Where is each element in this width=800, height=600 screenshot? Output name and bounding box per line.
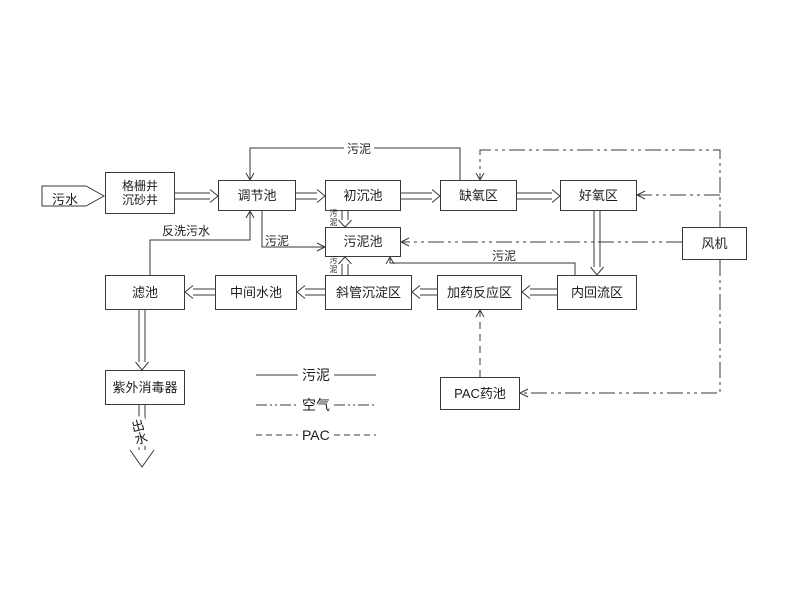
node-anoxic-zone-label: 缺氧区 <box>458 187 498 203</box>
flow-arrow-anoxic-to-aerobic <box>517 189 561 203</box>
legend: 污泥 空气 PAC <box>256 366 376 443</box>
node-grit-well-label-line1: 格栅井 <box>121 178 158 193</box>
legend-row-air: 空气 <box>256 396 376 413</box>
legend-air-line-left <box>256 404 298 405</box>
flow-arrow-inclined-to-intermediate <box>296 285 325 299</box>
pac-line-pactank-to-dosing <box>475 308 485 377</box>
node-internal-recirculation-zone: 内回流区 <box>557 275 637 310</box>
node-uv-disinfector-label: 紫外消毒器 <box>112 379 178 395</box>
node-blower-label: 风机 <box>701 235 728 251</box>
sludge-line-recirculation-to-sludgetank <box>385 255 576 275</box>
node-grit-well: 格栅井 沉砂井 <box>105 172 175 214</box>
air-line-blower-to-pactank <box>518 260 721 398</box>
node-blower: 风机 <box>682 227 747 260</box>
flow-arrow-primary-to-anoxic <box>401 189 441 203</box>
node-aerobic-zone: 好氧区 <box>560 180 637 211</box>
flow-arrow-aerobic-to-recirculation <box>590 211 604 276</box>
air-line-blower-to-aerobic <box>635 190 720 200</box>
node-dosing-reaction-zone-label: 加药反应区 <box>446 284 512 300</box>
sludge-to-sludge-tank-label: 污泥 <box>265 234 290 248</box>
legend-sludge-label: 污泥 <box>302 366 330 383</box>
node-primary-sedimentation-label: 初沉池 <box>343 187 383 203</box>
legend-pac-line-left <box>256 434 298 435</box>
flow-arrow-filter-to-uv <box>135 310 149 371</box>
flow-arrow-intermediate-to-filter <box>184 285 215 299</box>
legend-air-label: 空气 <box>302 396 330 413</box>
node-inclined-tube-zone: 斜管沉淀区 <box>325 275 412 310</box>
node-regulation-tank-label: 调节池 <box>237 187 277 203</box>
legend-pac-line-right <box>333 434 376 435</box>
node-aerobic-zone-label: 好氧区 <box>578 187 618 203</box>
node-pac-tank: PAC药池 <box>440 377 520 410</box>
legend-sludge-line-right <box>334 374 376 375</box>
inlet-arrow <box>41 185 106 207</box>
sludge-from-recirculation-label: 污泥 <box>492 249 517 263</box>
legend-pac-label: PAC <box>302 426 330 443</box>
node-pac-tank-label: PAC药池 <box>454 385 506 401</box>
flow-arrow-dosing-to-inclined <box>411 285 437 299</box>
backwash-water-label: 反洗污水 <box>162 224 211 238</box>
node-intermediate-tank-label: 中间水池 <box>229 284 282 300</box>
air-line-blower-to-sludgetank <box>399 237 682 247</box>
backwash-line-filter-to-regulation <box>149 209 255 275</box>
node-uv-disinfector: 紫外消毒器 <box>105 370 185 405</box>
inlet-label: 污水 <box>52 192 79 207</box>
node-regulation-tank: 调节池 <box>218 180 296 211</box>
legend-sludge-line-left <box>256 374 298 375</box>
flow-arrow-inclined-to-sludgetank <box>338 256 352 275</box>
flow-arrow-regulation-to-primary <box>296 189 326 203</box>
node-primary-sedimentation: 初沉池 <box>325 180 401 211</box>
sludge-primary-down-label: 污泥 <box>329 209 338 227</box>
node-filter-tank: 滤池 <box>105 275 185 310</box>
sludge-inclined-up-label: 污泥 <box>329 256 338 274</box>
node-filter-tank-label: 滤池 <box>131 284 158 300</box>
node-sludge-tank: 污泥池 <box>325 227 401 257</box>
node-anoxic-zone: 缺氧区 <box>440 180 517 211</box>
node-internal-recirculation-zone-label: 内回流区 <box>570 284 623 300</box>
flow-arrow-primary-to-sludgetank <box>338 211 352 228</box>
sludge-return-top-label: 污泥 <box>344 140 375 157</box>
legend-row-pac: PAC <box>256 426 376 443</box>
legend-air-line-right <box>334 404 376 405</box>
node-sludge-tank-label: 污泥池 <box>343 234 383 250</box>
node-dosing-reaction-zone: 加药反应区 <box>437 275 522 310</box>
flow-arrow-grit-to-regulation <box>175 189 219 203</box>
node-inclined-tube-zone-label: 斜管沉淀区 <box>335 284 401 300</box>
flow-arrow-recirculation-to-dosing <box>521 285 557 299</box>
node-grit-well-label-line2: 沉砂井 <box>121 193 158 207</box>
node-intermediate-tank: 中间水池 <box>215 275 297 310</box>
legend-row-sludge: 污泥 <box>256 366 376 383</box>
